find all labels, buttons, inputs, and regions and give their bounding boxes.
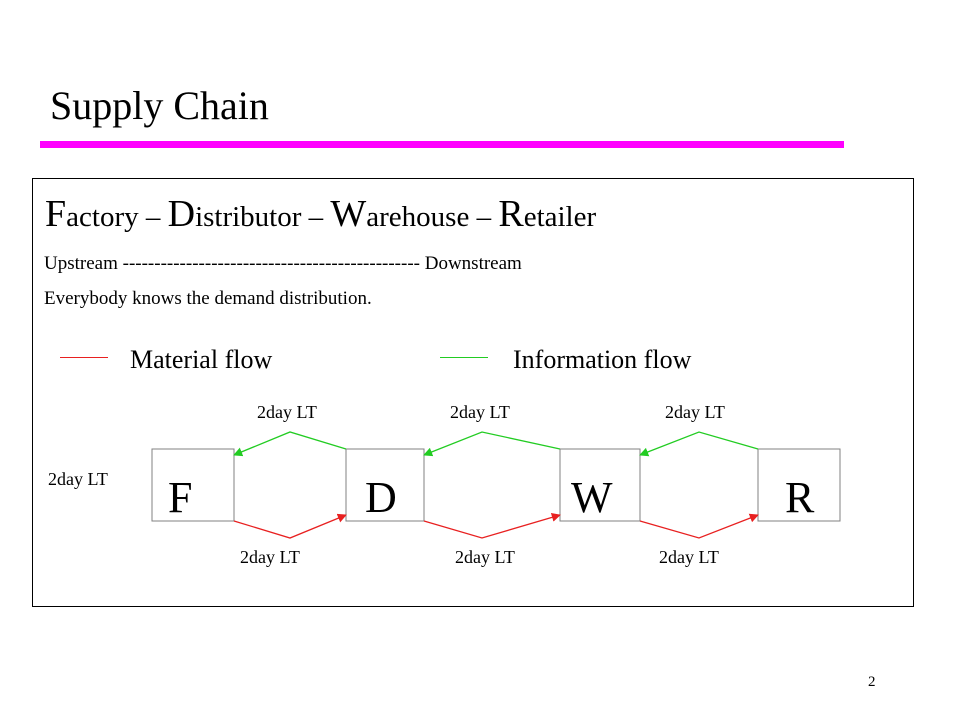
node-label-warehouse: W — [571, 473, 613, 522]
material-lead-time-label: 2day LT — [455, 547, 515, 567]
node-label-factory: F — [168, 473, 192, 522]
heading-factory-rest: actory — [66, 201, 139, 233]
information-flow-arrow-d-to-f — [233, 431, 347, 457]
material-flow-arrow-f-to-d — [233, 513, 347, 539]
title-underline — [40, 141, 844, 148]
information-lead-time-label: 2day LT — [257, 402, 317, 422]
information-flow-swatch — [440, 357, 488, 358]
demand-knowledge-line: Everybody knows the demand distribution. — [44, 288, 372, 309]
node-box-warehouse — [559, 448, 641, 522]
heading-retailer-initial: R — [498, 193, 524, 235]
content-box — [32, 178, 914, 607]
chain-heading: Factory – Distributor – Warehouse – Reta… — [45, 192, 596, 236]
upstream-downstream-line: Upstream -------------------------------… — [44, 253, 522, 274]
slide-title: Supply Chain — [50, 83, 269, 128]
title-underline-bar — [40, 141, 844, 148]
node-box-distributor — [345, 448, 425, 522]
heading-factory-initial: F — [45, 193, 67, 235]
node-label-retailer: R — [785, 473, 815, 522]
material-lead-time-label: 2day LT — [659, 547, 719, 567]
material-flow-arrow-d-to-w — [423, 512, 561, 539]
heading-separator: – — [469, 201, 499, 233]
heading-distributor-initial: D — [167, 193, 196, 235]
node-label-distributor: D — [365, 473, 397, 522]
factory-lead-time-label: 2day LT — [48, 469, 108, 489]
heading-retailer-rest: etailer — [523, 201, 597, 233]
information-lead-time-label: 2day LT — [665, 402, 725, 422]
material-flow-label: Material flow — [130, 345, 273, 374]
node-box-retailer — [757, 448, 841, 522]
material-lead-time-label: 2day LT — [240, 547, 300, 567]
information-flow-arrow-r-to-w — [639, 431, 759, 457]
heading-separator: – — [301, 201, 331, 233]
material-flow-swatch — [60, 357, 108, 358]
page-number: 2 — [868, 674, 876, 690]
information-flow-arrow-w-to-d — [423, 431, 561, 457]
heading-separator: – — [138, 201, 168, 233]
node-box-factory — [151, 448, 235, 522]
material-flow-arrow-w-to-r — [639, 513, 759, 539]
information-flow-label: Information flow — [513, 345, 692, 374]
heading-distributor-rest: istributor — [195, 201, 302, 233]
heading-warehouse-initial: W — [330, 193, 367, 235]
heading-warehouse-rest: arehouse — [366, 201, 470, 233]
information-lead-time-label: 2day LT — [450, 402, 510, 422]
